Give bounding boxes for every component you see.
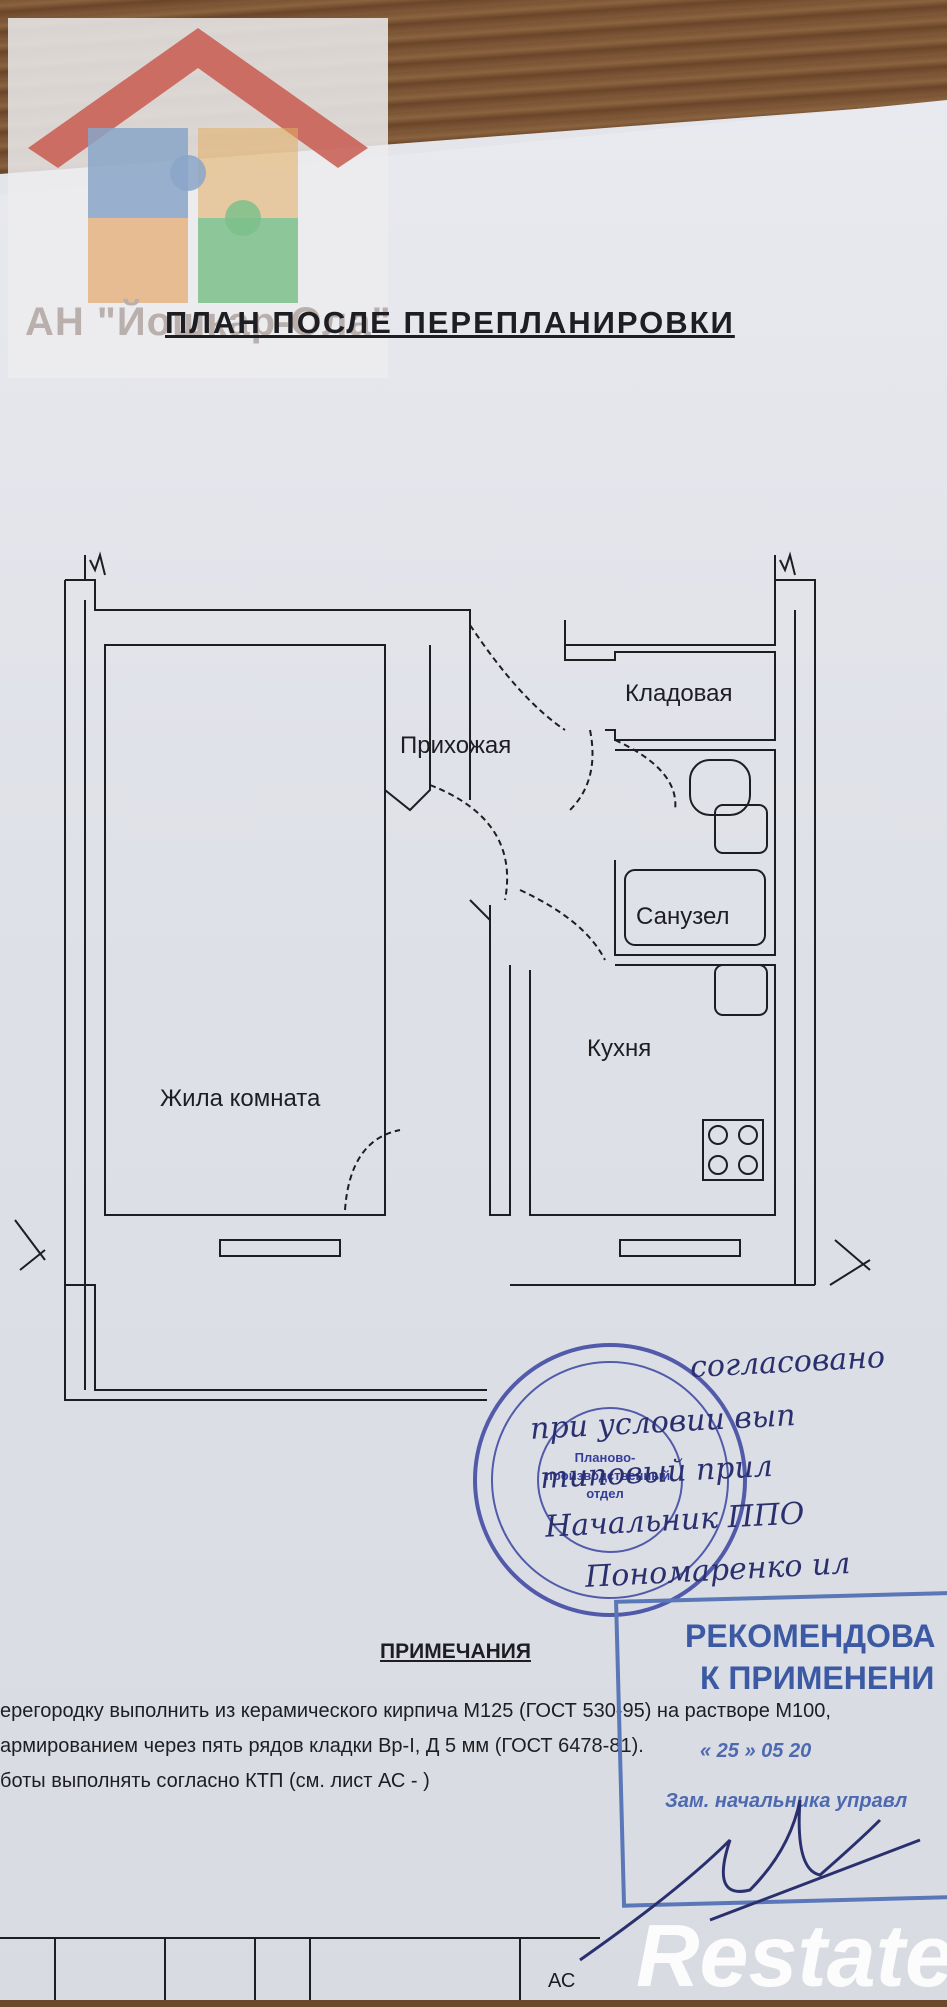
outer-wall bbox=[65, 579, 471, 645]
room-label-storage: Кладовая bbox=[625, 680, 733, 707]
recommended-stamp-position: Зам. начальника управл bbox=[665, 1790, 908, 1812]
room-label-bathroom: Санузел bbox=[636, 903, 730, 930]
door-swing bbox=[429, 784, 509, 901]
restate-watermark: Restate bbox=[636, 1906, 947, 2005]
stamp-inner-text: отдел bbox=[586, 1486, 624, 1501]
title-block-grid bbox=[0, 1937, 600, 2000]
room-label-hallway: Прихожая bbox=[400, 732, 512, 759]
company-seal-stamp bbox=[473, 1343, 747, 1617]
signature-scribble bbox=[579, 1799, 921, 1962]
agency-name: АН "Йошкар-Ола" bbox=[25, 300, 392, 344]
notes-heading: ПРИМЕЧАНИЯ bbox=[380, 1640, 531, 1663]
outer-wall bbox=[64, 580, 487, 1401]
note-line: армированием через пять рядов кладки Вр-… bbox=[0, 1735, 644, 1757]
kitchen-wall bbox=[529, 964, 776, 1216]
stamp-inner-text: производственный bbox=[545, 1468, 671, 1483]
door-swing bbox=[614, 739, 677, 811]
bathtub bbox=[624, 869, 766, 946]
document-title: ПЛАН ПОСЛЕ ПЕРЕПЛАНИРОВКИ bbox=[165, 305, 735, 340]
storage-wall bbox=[564, 645, 776, 741]
balcony-wall bbox=[65, 1284, 487, 1391]
break-mark bbox=[14, 1219, 46, 1271]
recommended-stamp-date: « 25 » 05 20 bbox=[700, 1740, 812, 1762]
door-swing bbox=[469, 624, 566, 731]
recommended-stamp-line: К ПРИМЕНЕНИ bbox=[700, 1660, 935, 1696]
sheet-code: АС bbox=[548, 1970, 576, 1992]
window bbox=[619, 1239, 741, 1257]
break-mark bbox=[84, 551, 106, 580]
break-mark bbox=[829, 1239, 871, 1286]
door-swing bbox=[344, 1129, 401, 1211]
toilet bbox=[689, 759, 751, 816]
note-line: ерегородку выполнить из керамического ки… bbox=[0, 1700, 831, 1722]
house-puzzle-icon bbox=[28, 28, 368, 303]
document-sheet bbox=[0, 100, 947, 2000]
note-line: боты выполнять согласно КТП (см. лист АС… bbox=[0, 1770, 430, 1792]
break-mark bbox=[774, 551, 796, 580]
stove bbox=[702, 1119, 764, 1181]
recommended-stamp-line: РЕКОМЕНДОВА bbox=[685, 1618, 936, 1654]
kitchen-sink bbox=[714, 964, 768, 1016]
bathroom-wall bbox=[614, 749, 776, 956]
door-swing bbox=[519, 889, 606, 961]
outer-wall bbox=[564, 579, 816, 1285]
living-room-outline bbox=[104, 644, 386, 1216]
agency-logo bbox=[8, 18, 388, 378]
partition-wall bbox=[469, 899, 491, 1215]
washbasin bbox=[714, 804, 768, 854]
stamp-inner-text: Планово- bbox=[574, 1450, 636, 1465]
door-swing bbox=[569, 729, 594, 811]
room-label-kitchen: Кухня bbox=[587, 1035, 652, 1062]
window bbox=[219, 1239, 341, 1257]
partition-wall bbox=[384, 645, 431, 812]
partition-wall bbox=[489, 905, 511, 1216]
room-label-living-room: Жила комната bbox=[160, 1085, 321, 1112]
